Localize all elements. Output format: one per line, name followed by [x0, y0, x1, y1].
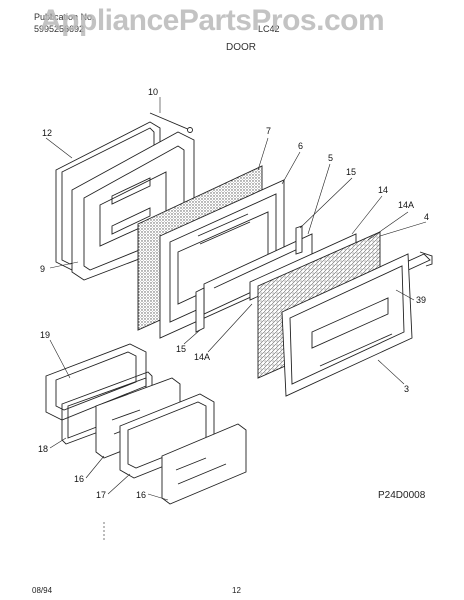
label-3: 3 [404, 384, 409, 394]
label-6: 6 [298, 141, 303, 151]
label-14: 14 [378, 185, 388, 195]
watermark: AppliancePartsPros.com [40, 4, 385, 37]
footer-page: 12 [232, 586, 241, 595]
outer-door-panel [281, 253, 413, 397]
label-5: 5 [328, 153, 333, 163]
label-16-lower: 16 [136, 490, 146, 500]
label-16-upper: 16 [74, 474, 84, 484]
label-15-upper: 15 [346, 167, 356, 177]
leader-lines [45, 97, 427, 540]
label-39: 39 [416, 295, 426, 305]
bracket-upper [295, 225, 303, 255]
label-9: 9 [40, 264, 45, 274]
screw [149, 112, 193, 133]
label-17: 17 [96, 490, 106, 500]
section-title: DOOR [226, 42, 256, 53]
label-7: 7 [266, 126, 271, 136]
bracket-lower [195, 287, 205, 333]
diagram-code: P24D0008 [378, 490, 426, 501]
label-14A-upper: 14A [398, 200, 414, 210]
footer-date: 08/94 [32, 586, 53, 595]
label-18: 18 [38, 444, 48, 454]
label-14A-lower: 14A [194, 352, 210, 362]
label-12: 12 [42, 128, 52, 138]
publication-number: 5995256692 [34, 24, 85, 34]
label-15-lower: 15 [176, 344, 186, 354]
model-number: LC42 [258, 24, 280, 34]
label-10: 10 [148, 87, 158, 97]
publication-label: Publication No. [34, 12, 95, 22]
label-4: 4 [424, 212, 429, 222]
part-labels: 10 12 7 6 5 15 14 14A 4 9 39 15 14A 3 19… [38, 87, 429, 500]
label-19: 19 [40, 330, 50, 340]
